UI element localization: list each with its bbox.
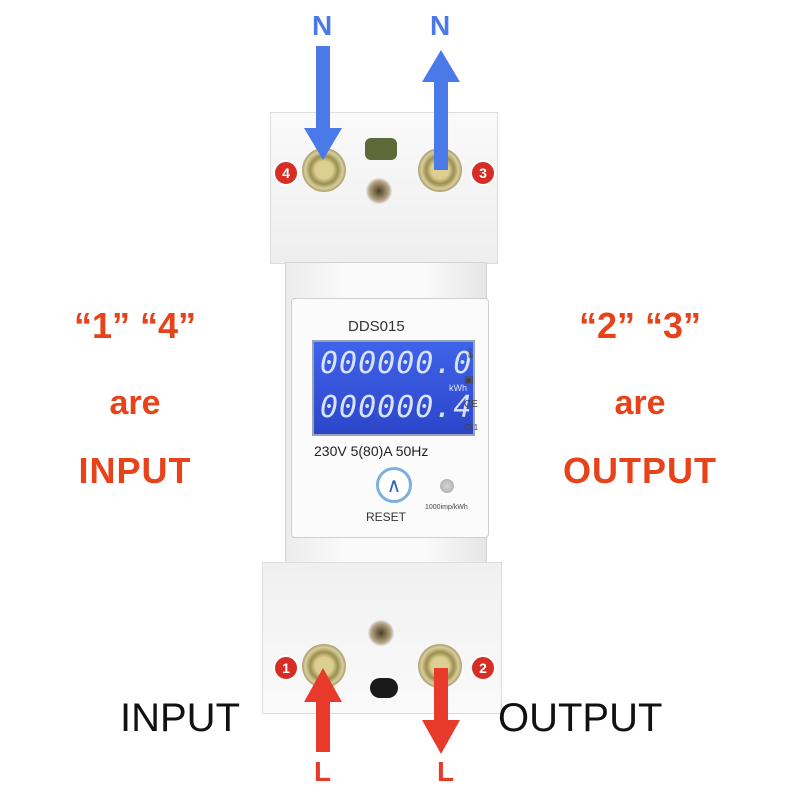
live-out-label: L	[437, 756, 455, 787]
lcd-reading-total: 000000.0	[320, 346, 473, 381]
reset-button[interactable]: ∧	[376, 467, 412, 503]
terminal-2-badge: 2	[470, 655, 496, 681]
left-caption-are: are	[109, 384, 161, 422]
meter-face: DDS015 000000.0 kWh 000000.4 🌡 ▣ CE Cl.1…	[291, 298, 489, 538]
right-caption-are: are	[614, 384, 666, 422]
bottom-output-label: OUTPUT	[498, 696, 663, 740]
live-in-label: L	[314, 756, 332, 787]
live-in-arrow	[304, 668, 342, 752]
neutral-out-arrow	[422, 50, 460, 170]
bottom-input-label: INPUT	[120, 696, 240, 740]
left-caption-input: INPUT	[78, 450, 192, 491]
terminal-4-badge: 4	[273, 160, 299, 186]
ce-mark: CE	[464, 399, 478, 410]
pulse-led	[440, 479, 454, 493]
model-label: DDS015	[348, 318, 405, 335]
neutral-in-arrow	[304, 46, 342, 160]
neutral-in-label: N	[312, 10, 333, 41]
impulse-label: 1000imp/kWh	[425, 504, 468, 511]
lcd-display: 000000.0 kWh 000000.4	[312, 340, 475, 436]
live-out-arrow	[422, 668, 460, 754]
lcd-reading-second: 000000.4	[320, 390, 473, 425]
bottom-mounting-hole	[368, 620, 394, 646]
top-mounting-hole	[366, 178, 392, 204]
chevron-up-icon: ∧	[386, 474, 402, 497]
double-insulation-icon: ▣	[464, 375, 474, 386]
left-caption-terminals: “1” “4”	[73, 305, 197, 346]
neutral-out-label: N	[430, 10, 451, 41]
lcd-unit: kWh	[449, 383, 467, 393]
right-caption-output: OUTPUT	[563, 450, 717, 491]
terminal-1-badge: 1	[273, 655, 299, 681]
terminal-3-badge: 3	[470, 160, 496, 186]
rating-label: 230V 5(80)A 50Hz	[314, 443, 429, 459]
top-indicator-mark	[365, 138, 397, 160]
din-clip-slot	[370, 678, 398, 698]
reset-label: RESET	[366, 510, 407, 524]
right-caption-terminals: “2” “3”	[578, 305, 702, 346]
accuracy-class: Cl.1	[464, 423, 479, 432]
thermometer-icon: 🌡	[464, 349, 477, 360]
